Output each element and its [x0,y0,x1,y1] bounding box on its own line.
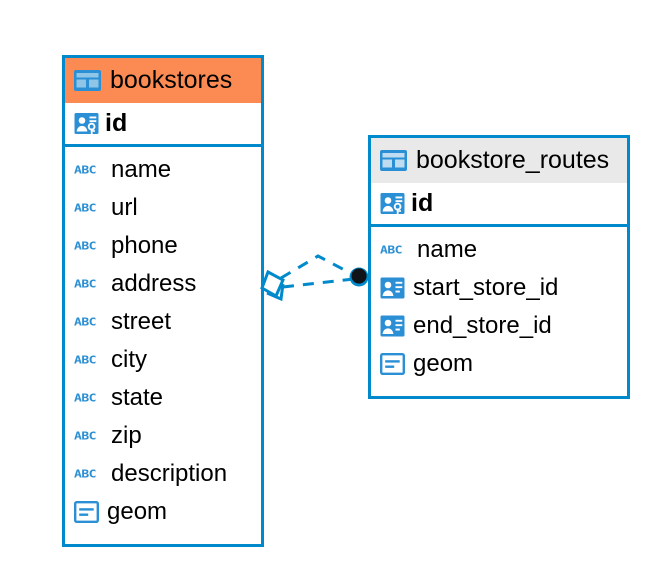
abc-text-icon: ABC [74,353,96,367]
field-label-state: state [111,384,164,411]
abc-text-icon: ABC [74,315,96,329]
geometry-icon [74,501,99,523]
field-label-description: description [111,460,228,487]
abc-text-icon: ABC [74,277,96,291]
relationship-line-upper [280,254,357,280]
field-label-start-store-id: start_store_id [413,274,559,301]
entity-title-bookstore-routes: bookstore_routes [416,146,610,174]
field-row-start-store-id[interactable]: start_store_id [371,269,627,307]
field-label-geom: geom [107,498,168,525]
abc-text-icon: ABC [74,239,96,253]
diamond-marker [260,269,285,302]
entity-table-bookstores[interactable]: bookstores id ABC name [62,55,264,547]
field-label-id: id [105,109,128,137]
filled-circle-marker [349,267,369,287]
geometry-icon [380,353,405,375]
field-row-geom[interactable]: geom [371,345,627,383]
table-icon [380,150,407,171]
abc-text-icon: ABC [74,391,96,405]
field-row-phone[interactable]: ABC phone [65,227,261,265]
primary-key-icon [380,191,405,216]
field-label-phone: phone [111,232,178,259]
primary-key-icon [74,111,99,136]
field-label-zip: zip [111,422,142,449]
abc-text-icon: ABC [74,467,96,481]
field-row-name[interactable]: ABC name [65,151,261,189]
foreign-key-icon [380,315,405,337]
entity-title-bookstores: bookstores [110,66,233,94]
field-row-address[interactable]: ABC address [65,265,261,303]
field-label-address: address [111,270,197,297]
field-list-bookstores: ABC name ABC url ABC phone ABC address A… [65,147,261,531]
field-label-street: street [111,308,172,335]
field-row-primary-key[interactable]: id [65,103,261,147]
foreign-key-icon [380,277,405,299]
field-label-name: name [111,156,172,183]
table-icon [74,70,101,91]
field-row-street[interactable]: ABC street [65,303,261,341]
field-row-city[interactable]: ABC city [65,341,261,379]
field-label-name: name [417,236,478,263]
field-label-city: city [111,346,147,373]
entity-header-bookstores[interactable]: bookstores [65,58,261,103]
field-row-state[interactable]: ABC state [65,379,261,417]
field-row-url[interactable]: ABC url [65,189,261,227]
field-row-zip[interactable]: ABC zip [65,417,261,455]
field-label-end-store-id: end_store_id [413,312,552,339]
field-row-geom[interactable]: geom [65,493,261,531]
entity-table-bookstore-routes[interactable]: bookstore_routes id ABC name [368,135,630,399]
abc-text-icon: ABC [74,163,96,177]
field-list-bookstore-routes: ABC name start_store_id [371,227,627,383]
field-row-end-store-id[interactable]: end_store_id [371,307,627,345]
relationship-line-lower [282,277,355,289]
abc-text-icon: ABC [74,429,96,443]
field-label-id: id [411,189,434,217]
abc-text-icon: ABC [380,243,402,257]
abc-text-icon: ABC [74,201,96,215]
field-row-description[interactable]: ABC description [65,455,261,493]
entity-header-bookstore-routes[interactable]: bookstore_routes [371,138,627,183]
field-label-url: url [111,194,138,221]
field-row-primary-key[interactable]: id [371,183,627,227]
field-label-geom: geom [413,350,474,377]
field-row-name[interactable]: ABC name [371,231,627,269]
